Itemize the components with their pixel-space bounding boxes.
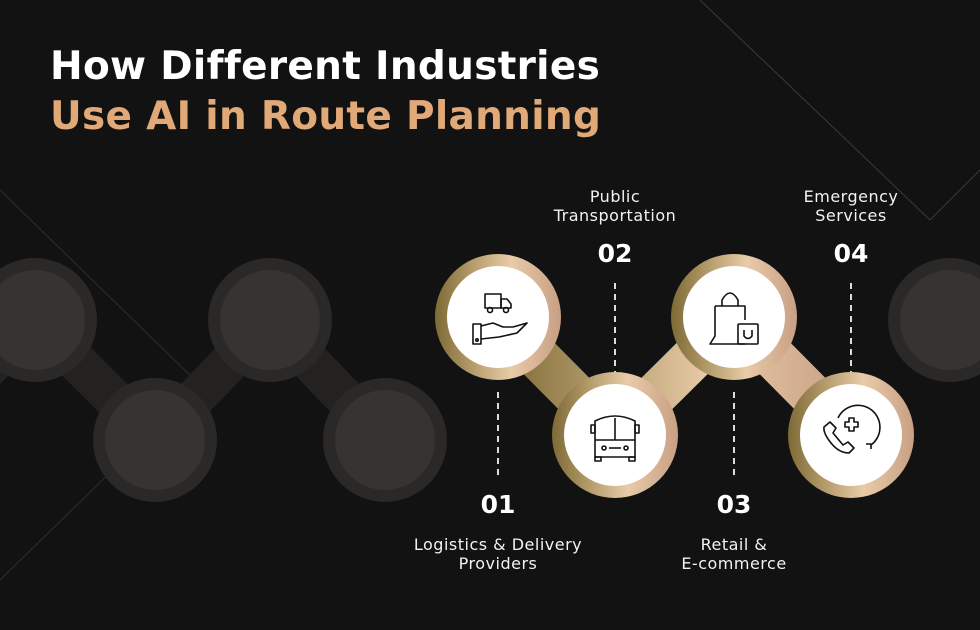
dashed-leaders	[497, 283, 852, 478]
decor-line	[929, 169, 980, 221]
step-04-number: 04	[833, 239, 869, 268]
connector	[482, 295, 867, 457]
decor-line	[0, 189, 201, 386]
bus-icon	[590, 415, 640, 462]
title-line-1: How Different Industries	[50, 44, 601, 89]
title-line-2: Use AI in Route Planning	[50, 94, 602, 139]
step-02-number: 02	[597, 239, 633, 268]
step-01-number: 01	[480, 490, 516, 519]
step-03-label: Retail &E-commerce	[681, 535, 787, 573]
shopping-bag-icon	[709, 292, 759, 345]
decor-line	[699, 0, 931, 221]
step-03-number: 03	[716, 490, 752, 519]
emergency-call-icon	[823, 404, 881, 454]
truck-hand-icon	[472, 293, 528, 345]
faded-chain	[0, 258, 980, 502]
